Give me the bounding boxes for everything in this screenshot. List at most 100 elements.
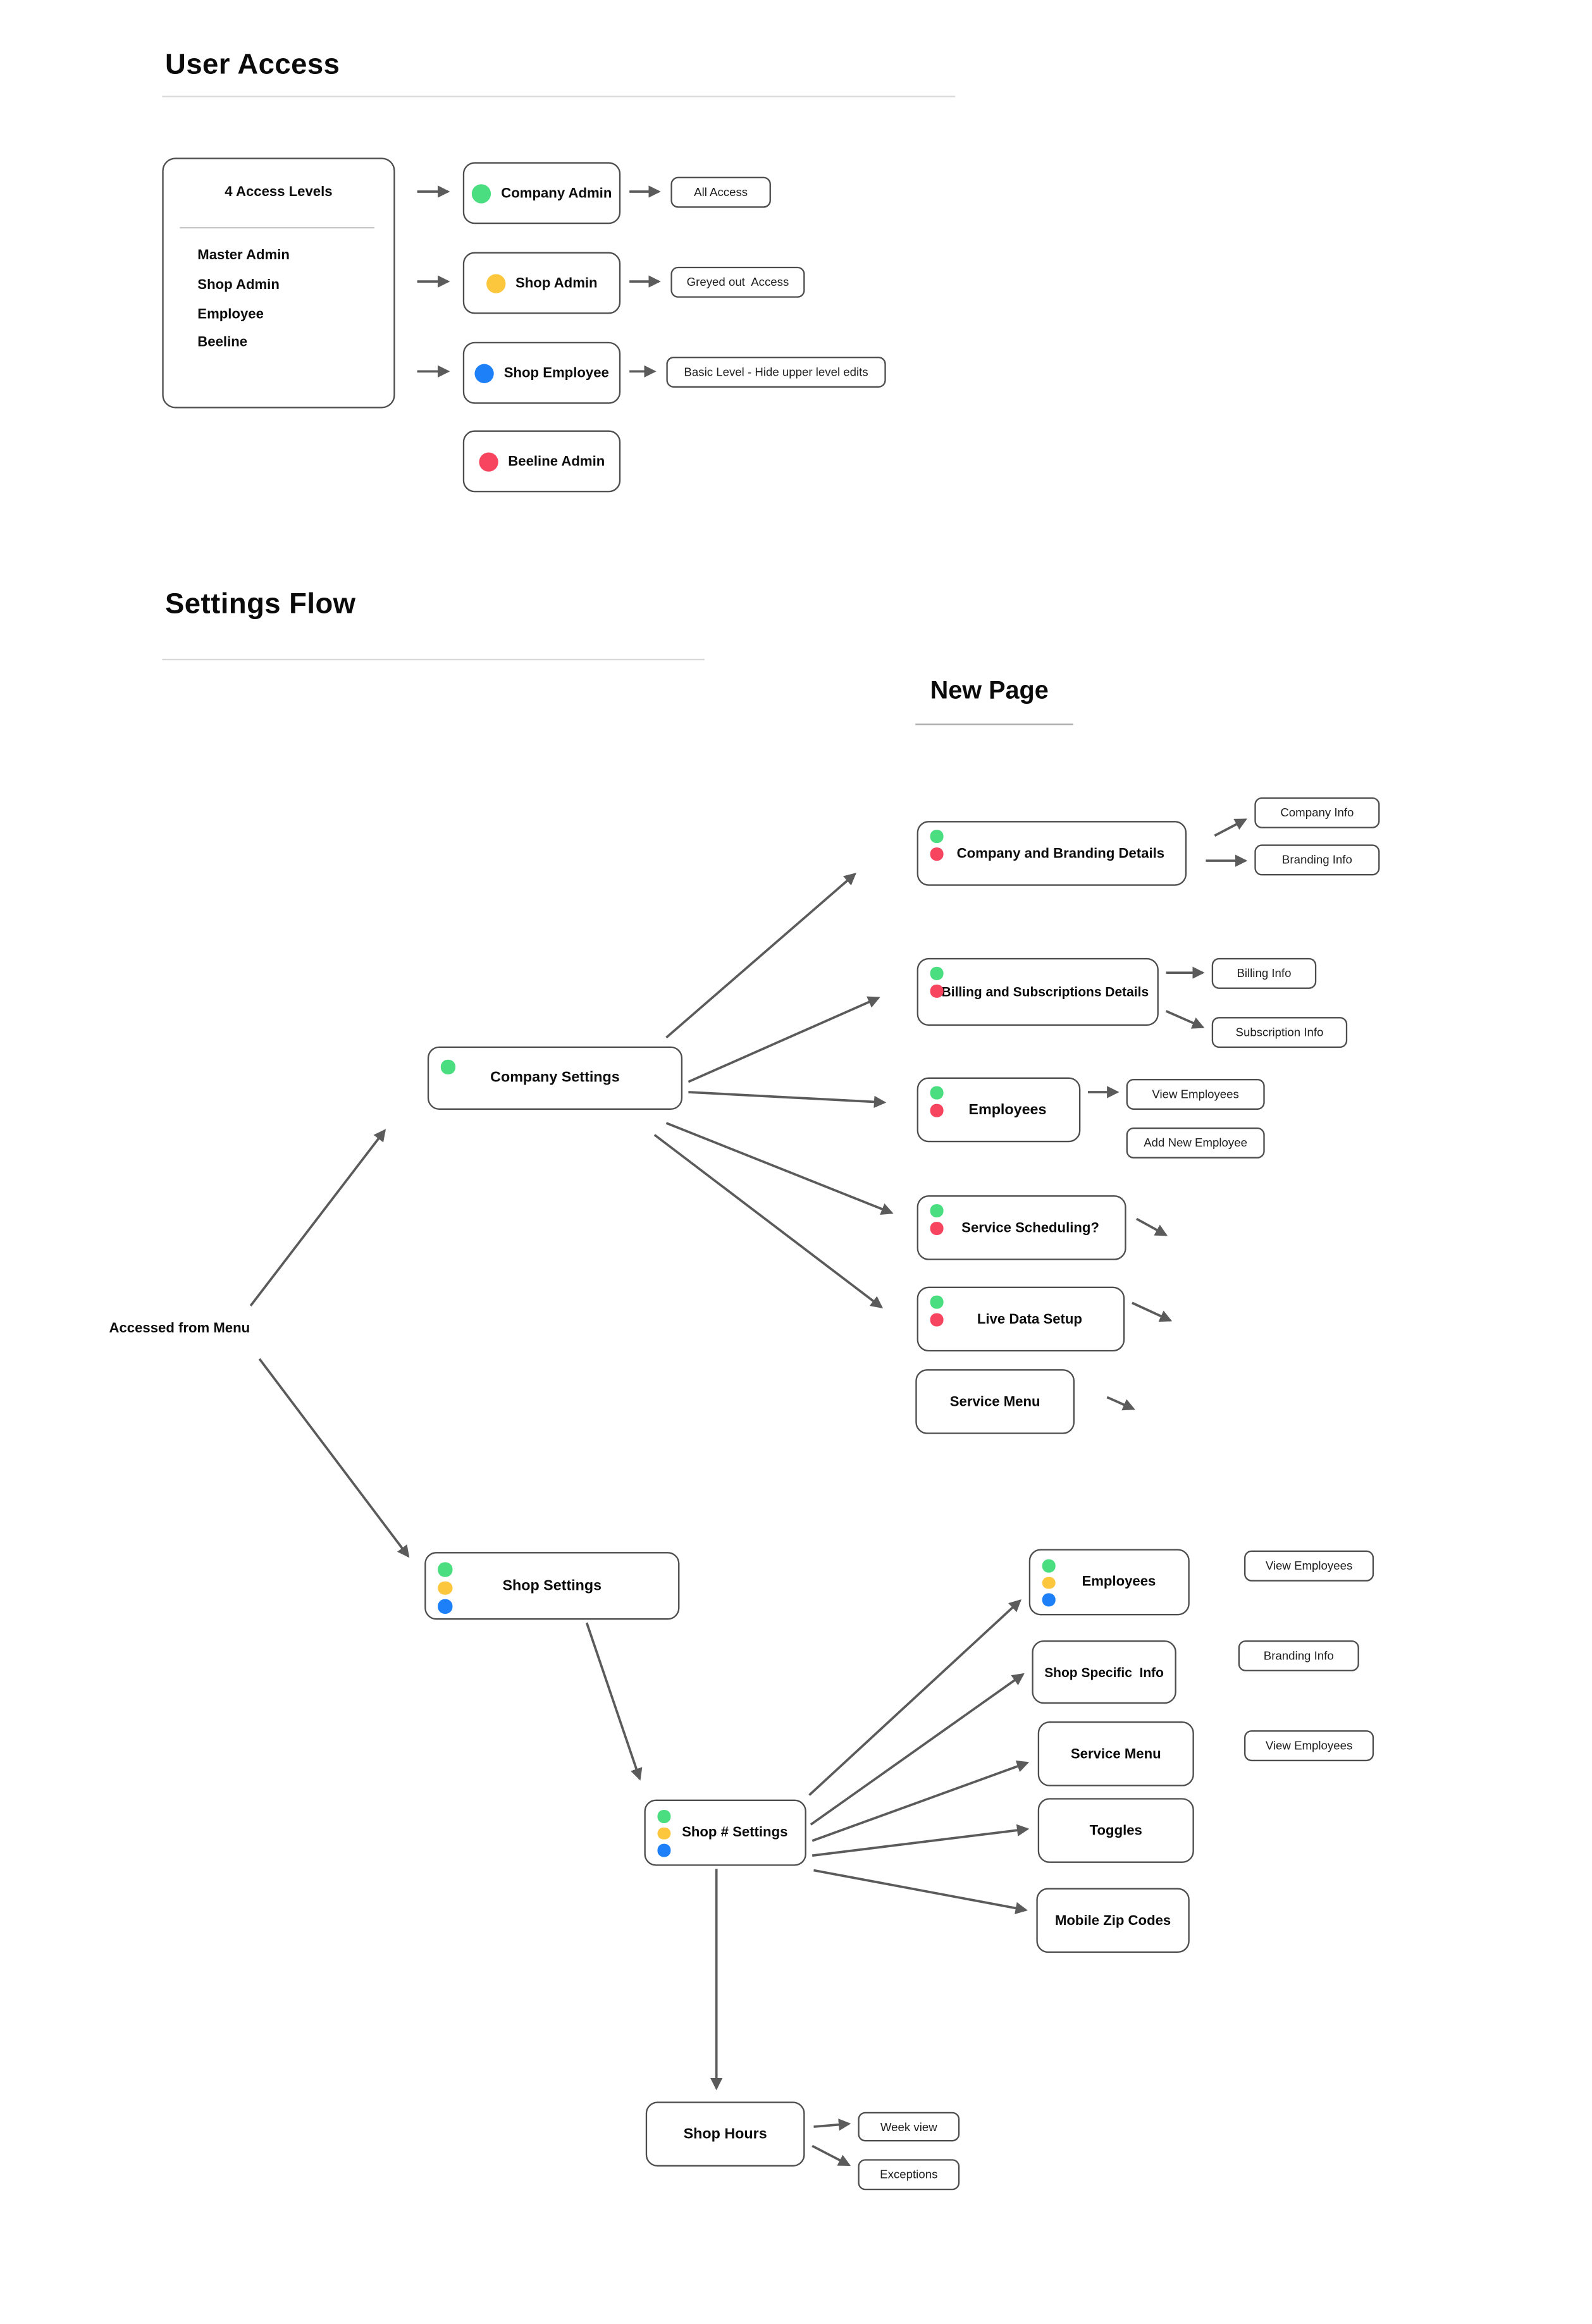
label-company-info: Company Info [1254, 797, 1380, 828]
node-shop-employee: Shop Employee [462, 341, 621, 404]
beeline-admin-label: Beeline Admin [508, 453, 605, 470]
access-level-master-admin: Master Admin [197, 247, 290, 264]
label-all-access: All Access [670, 176, 771, 208]
node-employees-shop: Employees [1028, 1549, 1190, 1616]
label-exceptions: Exceptions [858, 2159, 960, 2191]
label-subscription-info: Subscription Info [1211, 1017, 1348, 1048]
shop-hours-label: Shop Hours [683, 2125, 767, 2143]
arrow-sn-to-shop-specific-info [810, 1673, 1025, 1826]
access-level-beeline: Beeline [197, 335, 248, 351]
company-and-branding-details-label: Company and Branding Details [956, 845, 1165, 862]
company-admin-dot-green [471, 183, 491, 203]
access-level-employee: Employee [197, 306, 264, 323]
company-settings-label: Company Settings [490, 1070, 620, 1086]
toggles-label: Toggles [1089, 1822, 1142, 1839]
node-company-and-branding-details: Company and Branding Details [916, 821, 1187, 886]
label-add-new-employee: Add New Employee [1126, 1127, 1265, 1159]
divider-user-access [162, 95, 956, 98]
employees-shop-dot-green [1042, 1559, 1055, 1572]
shop-specific-info-label: Shop Specific Info [1044, 1664, 1164, 1680]
arrow-billing-to-subscription-info [1165, 1010, 1205, 1029]
label-branding-info: Branding Info [1254, 844, 1380, 876]
employees-company-dot-red [930, 1104, 943, 1117]
node-live-data-setup: Live Data Setup [916, 1286, 1125, 1352]
arrow-shop-hours-to-week-view [813, 2118, 851, 2131]
service-scheduling-dot-green [930, 1204, 943, 1217]
arrow-sn-to-mobile-zip [813, 1869, 1028, 1914]
access-levels-divider [180, 226, 374, 229]
divider-new-page [915, 723, 1073, 726]
arrow-service-scheduling-out [1135, 1217, 1168, 1236]
shop-settings-dot-blue [438, 1599, 452, 1613]
arrow-shop-settings-to-shop-number [585, 1622, 643, 1781]
billing-and-subscriptions-label: Billing and Subscriptions Details [941, 984, 1149, 1000]
service-scheduling-dot-red [930, 1222, 943, 1234]
shop-number-settings-dot-yellow [657, 1826, 670, 1840]
arrow-sn-to-employees [808, 1599, 1021, 1797]
live-data-setup-dot-red [930, 1313, 943, 1326]
employees-company-label: Employees [968, 1102, 1047, 1118]
live-data-setup-label: Live Data Setup [977, 1311, 1082, 1327]
arrow-shop-hours-to-exceptions [811, 2144, 851, 2167]
node-service-scheduling: Service Scheduling? [916, 1195, 1126, 1260]
access-level-shop-admin: Shop Admin [197, 277, 280, 293]
arrow-cs-to-service-scheduling [665, 1122, 894, 1215]
shop-admin-dot-yellow [486, 273, 505, 293]
arrow-cs-to-billing [688, 996, 880, 1083]
shop-number-settings-label: Shop # Settings [682, 1824, 788, 1841]
section-title-settings-flow: Settings Flow [165, 587, 356, 621]
node-service-menu-shop: Service Menu [1037, 1721, 1194, 1786]
divider-settings-flow [162, 658, 705, 661]
shop-admin-label: Shop Admin [515, 274, 598, 292]
shop-number-settings-dot-blue [657, 1843, 670, 1857]
label-billing-info: Billing Info [1211, 957, 1317, 989]
label-week-view: Week view [858, 2112, 960, 2142]
node-beeline-admin: Beeline Admin [462, 430, 621, 493]
node-shop-admin: Shop Admin [462, 252, 621, 314]
heading-new-page: New Page [930, 676, 1049, 705]
node-shop-number-settings: Shop # Settings [644, 1799, 806, 1866]
company-admin-label: Company Admin [501, 185, 612, 202]
node-toggles: Toggles [1037, 1798, 1194, 1863]
service-menu-shop-label: Service Menu [1070, 1745, 1161, 1762]
node-shop-specific-info: Shop Specific Info [1032, 1640, 1176, 1704]
node-employees-company: Employees [916, 1077, 1081, 1143]
node-company-settings: Company Settings [427, 1046, 683, 1110]
label-basic-level: Basic Level - Hide upper level edits [666, 357, 886, 388]
cbd-dot-red [930, 847, 943, 860]
node-service-menu-company: Service Menu [915, 1369, 1075, 1434]
access-levels-title: 4 Access Levels [225, 184, 333, 200]
arrow-menu-to-company-settings [249, 1129, 386, 1307]
node-shop-settings: Shop Settings [424, 1552, 680, 1620]
label-greyed-out-access: Greyed out Access [670, 266, 805, 298]
label-view-employees-shop-2: View Employees [1244, 1730, 1374, 1762]
arrow-menu-to-shop-settings [258, 1358, 410, 1558]
billing-dot-red [930, 984, 943, 997]
node-shop-hours: Shop Hours [645, 2101, 805, 2167]
live-data-setup-dot-green [930, 1295, 943, 1308]
employees-shop-label: Employees [1082, 1574, 1156, 1590]
arrow-sn-to-service-menu [811, 1760, 1030, 1842]
company-settings-dot-green [440, 1059, 455, 1074]
arrow-cs-to-company-branding [665, 873, 856, 1039]
employees-shop-dot-yellow [1042, 1576, 1055, 1589]
beeline-admin-dot-red [478, 452, 498, 471]
service-scheduling-label: Service Scheduling? [961, 1219, 1099, 1236]
shop-settings-dot-yellow [438, 1580, 452, 1595]
shop-settings-dot-green [438, 1562, 452, 1577]
arrow-service-menu-out [1106, 1396, 1135, 1411]
label-view-employees-company: View Employees [1126, 1078, 1265, 1110]
entry-accessed-from-menu: Accessed from Menu [109, 1320, 250, 1337]
shop-employee-label: Shop Employee [503, 364, 609, 381]
cbd-dot-green [930, 830, 943, 842]
label-view-employees-shop-1: View Employees [1244, 1550, 1374, 1582]
node-company-admin: Company Admin [462, 162, 621, 224]
label-branding-info-shop: Branding Info [1238, 1640, 1359, 1671]
node-mobile-zip-codes: Mobile Zip Codes [1036, 1888, 1190, 1953]
shop-settings-label: Shop Settings [502, 1577, 602, 1594]
employees-company-dot-green [930, 1086, 943, 1099]
employees-shop-dot-blue [1042, 1593, 1055, 1606]
section-title-user-access: User Access [165, 48, 340, 82]
shop-employee-dot-blue [474, 363, 494, 383]
